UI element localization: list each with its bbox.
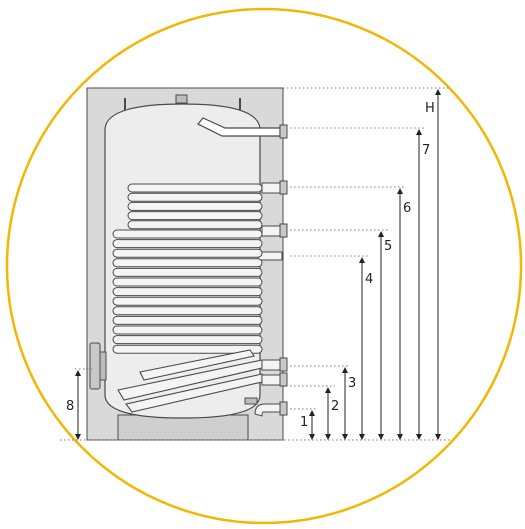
lower-heat-exchanger-coil xyxy=(112,229,263,354)
coil-loop xyxy=(112,277,263,287)
coil-loop xyxy=(112,325,263,335)
reference-lines xyxy=(60,87,450,441)
dimension-arrows xyxy=(75,89,441,440)
dim-label-3: 3 xyxy=(348,376,356,391)
coil-loop xyxy=(112,306,263,316)
coil-loop xyxy=(127,220,263,230)
coil-loop xyxy=(127,192,263,202)
coil-loop xyxy=(112,239,263,249)
return-pipes xyxy=(117,349,263,413)
dim-label-1: 1 xyxy=(300,415,308,430)
coil-loop xyxy=(112,344,263,354)
coil-loop xyxy=(112,258,263,268)
dim-label-6: 6 xyxy=(403,201,411,216)
coil-loop xyxy=(112,315,263,325)
dim-label-5: 5 xyxy=(384,239,392,254)
coil-loop xyxy=(127,183,263,193)
dim-label-2: 2 xyxy=(331,399,339,414)
coil-loop xyxy=(112,296,263,306)
frame-circle xyxy=(5,7,523,525)
tank-base xyxy=(117,414,249,441)
flange-icon xyxy=(89,342,107,390)
coil-loop xyxy=(112,229,263,239)
upper-heat-exchanger-coil xyxy=(127,183,263,230)
pipe-connection-icon xyxy=(257,180,288,261)
outlet-pipe-7 xyxy=(197,117,288,139)
coil-loop xyxy=(127,201,263,211)
coil-loop xyxy=(112,335,263,345)
dim-label-8: 8 xyxy=(66,399,74,414)
coil-loop xyxy=(112,287,263,297)
lower-connections xyxy=(244,357,288,417)
coil-loop xyxy=(112,267,263,277)
dim-label-7: 7 xyxy=(422,143,430,158)
coil-loop xyxy=(127,211,263,221)
dim-label-4: 4 xyxy=(365,272,373,287)
dim-label-H: H xyxy=(425,101,435,116)
top-port xyxy=(175,94,188,104)
coil-loop xyxy=(112,248,263,258)
